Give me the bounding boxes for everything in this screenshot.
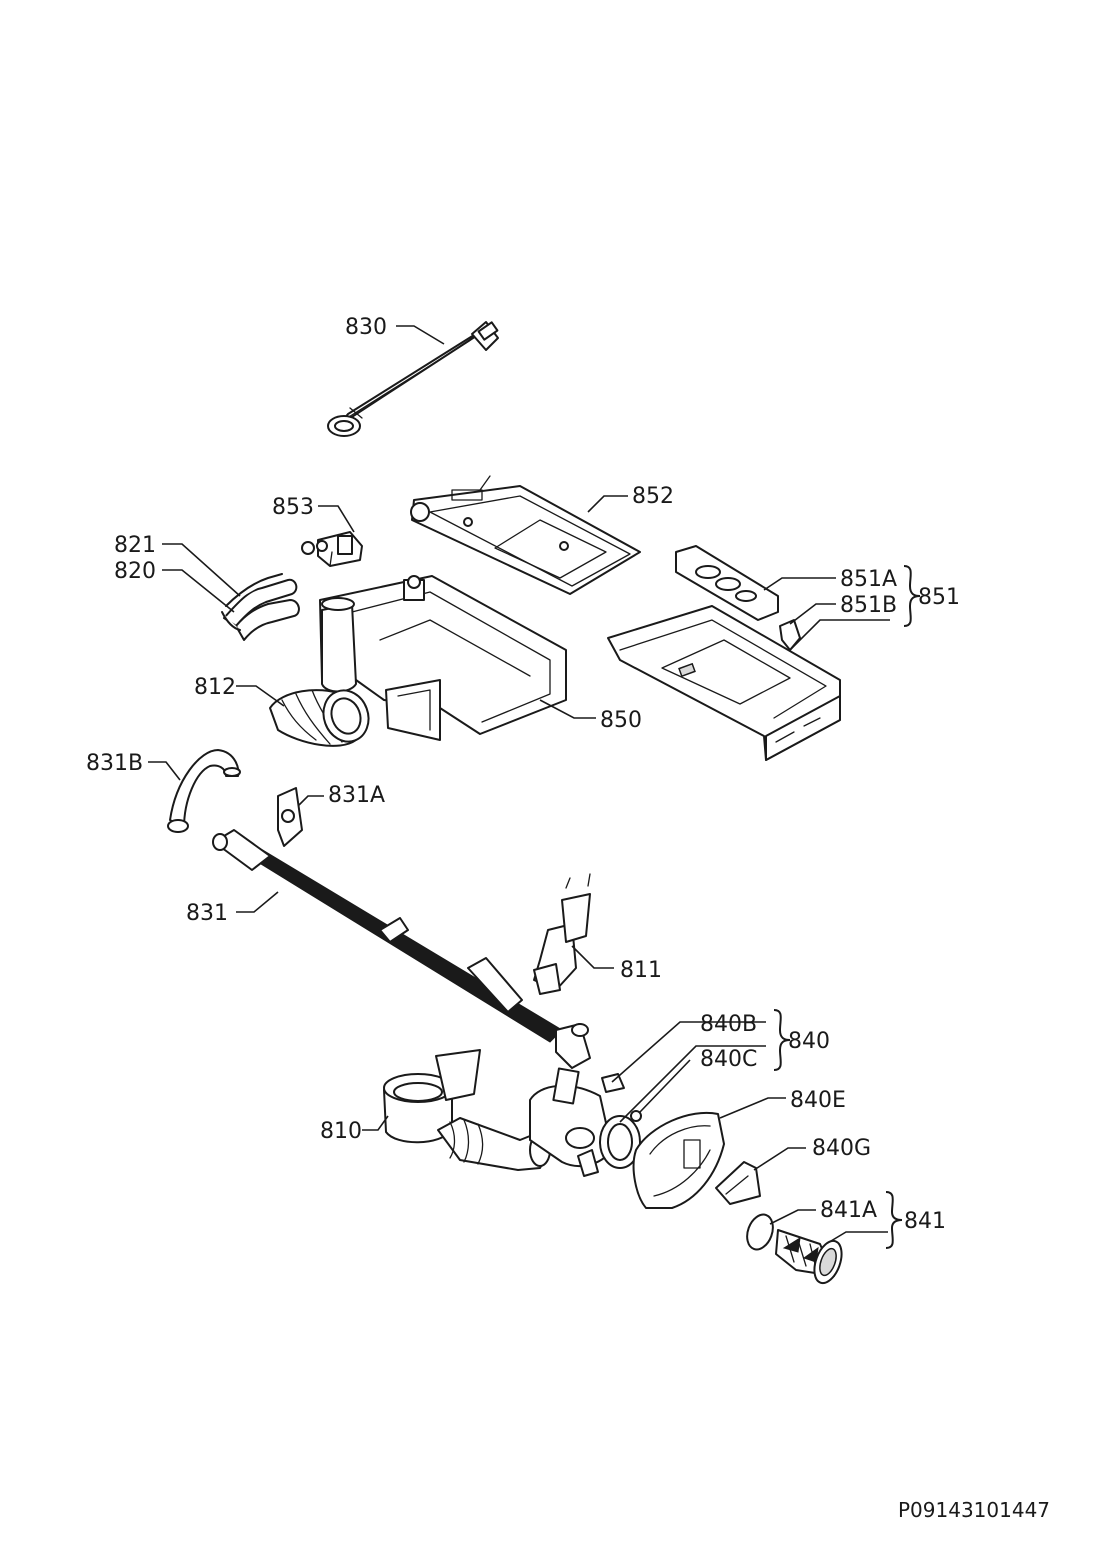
- label-841: 841: [904, 1209, 946, 1234]
- label-840B: 840B: [700, 1012, 757, 1037]
- part-851B-clip: [779, 619, 801, 651]
- label-851B: 851B: [840, 593, 897, 618]
- part-851-dispenser-drawer: [607, 605, 841, 761]
- diagram-code: P09143101447: [898, 1498, 1050, 1522]
- part-840-drain-pump: [529, 1067, 641, 1177]
- part-831A-hose-clip: [277, 787, 303, 847]
- part-830-inlet-hose: [327, 321, 499, 437]
- label-852: 852: [632, 484, 674, 509]
- part-841A-o-ring: [746, 1213, 774, 1251]
- label-840G: 840G: [812, 1136, 871, 1161]
- part-841-filter: [775, 1229, 843, 1285]
- label-831A: 831A: [328, 783, 385, 808]
- part-812-bellows-hose: [269, 689, 370, 747]
- part-840C-nut: [630, 1110, 642, 1122]
- label-810: 810: [320, 1119, 362, 1144]
- label-853: 853: [272, 495, 314, 520]
- part-831B-hose-guide: [167, 749, 241, 833]
- label-811: 811: [620, 958, 662, 983]
- label-840: 840: [788, 1029, 830, 1054]
- label-851: 851: [918, 585, 960, 610]
- part-831-drain-hose: [212, 829, 591, 1069]
- label-820: 820: [114, 559, 156, 584]
- label-831: 831: [186, 901, 228, 926]
- part-811-connector: [533, 873, 591, 995]
- part-853-valve: [301, 531, 363, 567]
- label-831B: 831B: [86, 751, 143, 776]
- label-821: 821: [114, 533, 156, 558]
- label-851A: 851A: [840, 567, 897, 592]
- part-851A-drawer-insert: [675, 545, 779, 621]
- grouping-braces: [773, 565, 921, 1249]
- label-840E: 840E: [790, 1088, 846, 1113]
- part-852-dispenser-cover: [410, 475, 641, 595]
- leader-lines: [148, 325, 890, 1245]
- part-840B-block: [601, 1073, 625, 1093]
- part-850-dispenser-housing: [319, 575, 567, 741]
- label-812: 812: [194, 675, 236, 700]
- label-850: 850: [600, 708, 642, 733]
- part-810-sump: [383, 1049, 551, 1171]
- part-labels: 830 853 852 821 820 851A 851B 851 812 85…: [86, 315, 960, 1234]
- part-821-820-hoses: [221, 573, 300, 641]
- label-840C: 840C: [700, 1047, 757, 1072]
- label-841A: 841A: [820, 1198, 877, 1223]
- part-840G-flap: [715, 1161, 761, 1205]
- label-830: 830: [345, 315, 387, 340]
- part-840E-pump-cover: [632, 1111, 725, 1209]
